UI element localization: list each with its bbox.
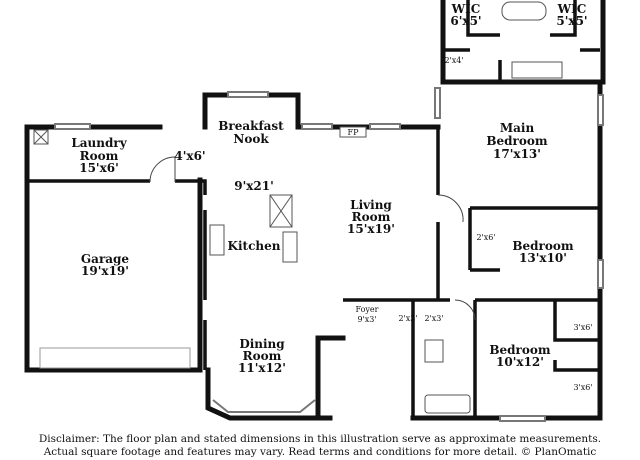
closet-3x6b-dim: 3'x6' (573, 383, 592, 392)
closet-3x6a-dim: 3'x6' (573, 323, 592, 332)
dining-dim: 11'x12' (238, 361, 286, 375)
bedroom3-dim: 10'x12' (496, 355, 544, 369)
closet-2x3b-dim: 2'x3' (424, 314, 443, 323)
living-room-name1: Living (350, 198, 392, 212)
disclaimer-line-1: Disclaimer: The floor plan and stated di… (38, 433, 602, 445)
wic-left-name: WIC (451, 2, 481, 16)
interior-walls (27, 0, 600, 418)
living-room-dim: 15'x19' (347, 222, 395, 236)
closet-2x4-dim: 2'x4' (444, 56, 463, 65)
bedroom3-name: Bedroom (489, 343, 550, 357)
main-bedroom-name1: Main (500, 121, 535, 135)
wic-right-name: WIC (557, 2, 587, 16)
closet-2x3a-dim: 2'x3' (398, 314, 417, 323)
breakfast-nook-name2: Nook (233, 132, 269, 146)
garage-name: Garage (81, 252, 130, 266)
bedroom2-dim: 13'x10' (519, 251, 567, 265)
dining-name2: Room (243, 349, 282, 363)
foyer-dim: 9'x3' (357, 315, 376, 324)
disclaimer-line-2: Actual square footage and features may v… (43, 446, 597, 458)
fixtures (33, 1, 563, 414)
wic-right-dim: 5'x5' (556, 14, 587, 28)
bedroom2-name: Bedroom (512, 239, 573, 253)
dining-name1: Dining (239, 337, 285, 351)
garage-dim: 19'x19' (81, 264, 129, 278)
kitchen-name: Kitchen (228, 239, 281, 253)
kitchen-dim: 9'x21' (234, 179, 274, 193)
laundry-name2: Room (80, 149, 119, 163)
closet-2x6-dim: 2'x6' (476, 233, 495, 242)
breakfast-nook-name1: Breakfast (218, 119, 284, 133)
hall-4x6-dim: 4'x6' (174, 149, 205, 163)
laundry-name1: Laundry (71, 136, 127, 150)
windows (39, 87, 604, 422)
foyer-name: Foyer (355, 305, 378, 314)
living-room-name2: Room (352, 210, 391, 224)
laundry-dim: 15'x6' (79, 161, 119, 175)
fireplace-label: FP (348, 128, 360, 137)
main-bedroom-name2: Bedroom (486, 134, 547, 148)
wic-left-dim: 6'x5' (450, 14, 481, 28)
main-bedroom-dim: 17'x13' (493, 147, 541, 161)
room-labels: WIC 6'x5' WIC 5'x5' 2'x4' Main Bedroom 1… (71, 2, 592, 392)
